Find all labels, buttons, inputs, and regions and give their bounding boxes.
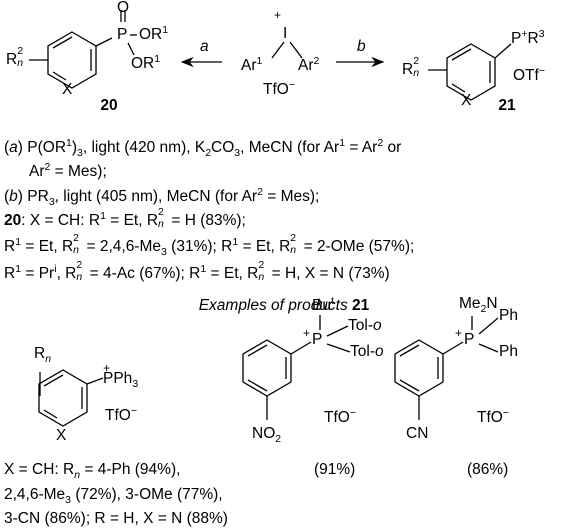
- ex1-x: X: [56, 427, 67, 444]
- conditions-line-1: (a) P(OR1)3, light (420 nm), K2CO3, MeCN…: [4, 137, 402, 159]
- ex3-cn: CN: [406, 425, 429, 442]
- p20-oxygen: O: [117, 0, 130, 16]
- p21-x: X: [461, 92, 472, 109]
- p20-phosphorus: P: [117, 26, 128, 43]
- iodonium-bonds: [271, 41, 303, 59]
- ex3-p-plus: +: [455, 326, 463, 340]
- p20-or-bottom: OR1: [131, 53, 161, 72]
- p21-phosphonium: P+R3: [511, 28, 545, 47]
- ex2-p-plus: +: [303, 326, 311, 340]
- examples-heading: Examples of products 21: [198, 297, 370, 314]
- ex3-phosphorus: P: [464, 331, 475, 348]
- ex2-phosphorus: P: [312, 331, 323, 348]
- ring-21: [428, 43, 512, 101]
- iodonium-counterion: TfO−: [263, 79, 295, 98]
- conditions-line-3: (b) PR3, light (405 nm), MeCN (for Ar2 =…: [4, 186, 320, 208]
- ex1-yield-line-1: X = CH: Rn = 4-Ph (94%),: [4, 461, 181, 481]
- iodonium-ar2: Ar2: [298, 55, 320, 74]
- ex3-ph-top: Ph: [499, 307, 518, 324]
- ex2-tol-bottom: Tol-o: [350, 343, 384, 360]
- ex1-pph3: PPh3: [103, 370, 139, 390]
- ex3-ph-bottom: Ph: [499, 343, 518, 360]
- ex1-yield-line-3: 3-CN (86%); R = H, X = N (88%): [4, 510, 228, 527]
- conditions-line-2: Ar2 = Mes);: [29, 161, 107, 180]
- ring-example-1: [38, 369, 104, 427]
- arrow-b-label: b: [357, 38, 366, 55]
- p20-x: X: [62, 81, 73, 98]
- iodonium-plus: +: [274, 8, 282, 22]
- ex3-me2n: Me2N: [459, 295, 498, 315]
- ex2-no2: NO2: [252, 425, 282, 445]
- ring-example-2: [242, 315, 351, 420]
- p21-counterion: OTf−: [513, 65, 545, 84]
- arrow-a-label: a: [200, 38, 209, 55]
- ex3-yield: (86%): [467, 461, 509, 478]
- iodonium-iodine: I: [283, 25, 288, 42]
- ex1-substituent: Rn: [34, 345, 52, 365]
- ex1-counterion: TfO−: [105, 405, 137, 424]
- ring-20: [29, 10, 137, 89]
- ex1-p-plus: +: [103, 361, 111, 375]
- compound-number-20: 20: [100, 97, 118, 114]
- ring-example-3: [394, 316, 499, 420]
- ex2-yield: (91%): [314, 461, 356, 478]
- ex2-counterion: TfO−: [324, 407, 356, 426]
- ex2-tol-top: Tol-o: [348, 317, 382, 334]
- p20-or-top: OR1: [139, 24, 169, 43]
- ex3-counterion: TfO−: [477, 407, 509, 426]
- iodonium-ar1: Ar1: [241, 55, 263, 74]
- compound-number-21: 21: [498, 97, 516, 114]
- ex1-yield-line-2: 2,4,6-Me3 (72%), 3-OMe (77%),: [4, 486, 223, 506]
- ex2-tbu: But: [312, 295, 334, 314]
